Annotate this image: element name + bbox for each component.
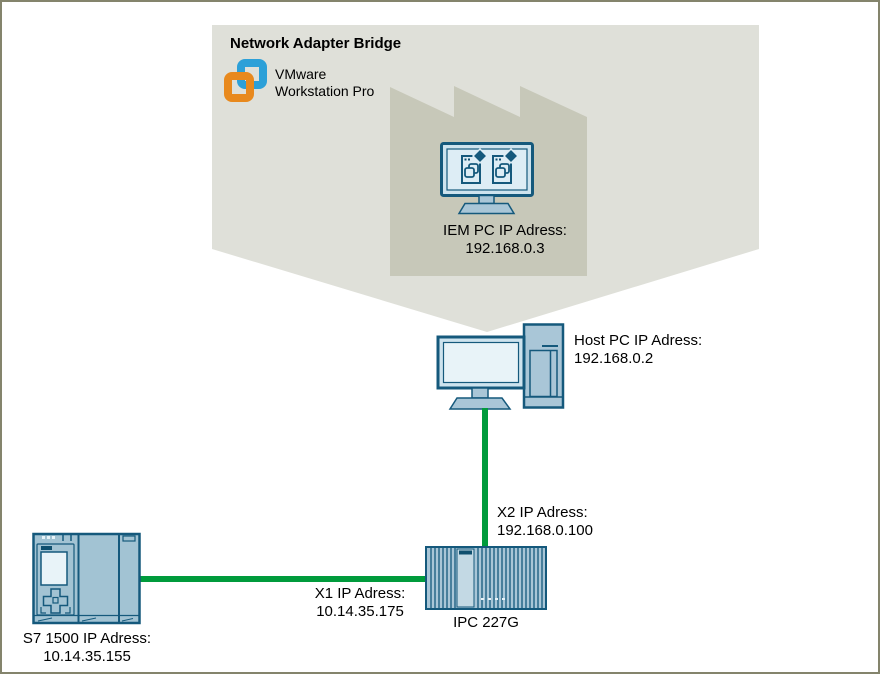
x1-ip-label-line1: X1 IP Adress: [314,585,406,602]
host-pc-icon [436,323,565,410]
iem-pc-label-line2: 192.168.0.3 [465,240,545,257]
ethernet-link-x2 [482,408,488,548]
diagram-title: Network Adapter Bridge [230,35,402,52]
iem-pc-label-line1: IEM PC IP Adress: [443,222,567,239]
iem-pc-label: IEM PC IP Adress: 192.168.0.3 [405,222,605,258]
s7-1500-label: S7 1500 IP Adress: 10.14.35.155 [12,630,162,666]
ethernet-link-x1 [140,576,427,582]
host-pc-label-line1: Host PC IP Adress: [574,332,703,349]
x2-ip-label: X2 IP Adress: 192.168.0.100 [497,504,593,540]
ipc-227g-label: IPC 227G [453,614,519,631]
vmware-caption: VMware Workstation Pro [275,66,374,100]
vmware-logo-icon [224,59,268,103]
ipc-227g-icon [425,546,547,610]
host-pc-label-line2: 192.168.0.2 [574,350,654,367]
app-icon-left [461,147,489,184]
x2-ip-label-line1: X2 IP Adress: [497,504,588,521]
s7-1500-label-line2: 10.14.35.155 [43,648,131,665]
vmware-caption-line1: VMware [275,66,327,82]
vmware-caption-line2: Workstation Pro [275,83,375,99]
x1-ip-label: X1 IP Adress: 10.14.35.175 [302,585,418,621]
x2-ip-label-line2: 192.168.0.100 [497,522,593,539]
iem-pc-monitor-icon [440,142,534,215]
ipc-ribs [430,548,543,608]
vmware-logo-orange-square [224,72,254,102]
x1-ip-label-line2: 10.14.35.175 [316,603,404,620]
app-icon-right [492,147,520,184]
s7-1500-plc-icon [32,532,141,625]
host-pc-label: Host PC IP Adress: 192.168.0.2 [574,332,702,368]
s7-1500-label-line1: S7 1500 IP Adress: [22,630,152,647]
